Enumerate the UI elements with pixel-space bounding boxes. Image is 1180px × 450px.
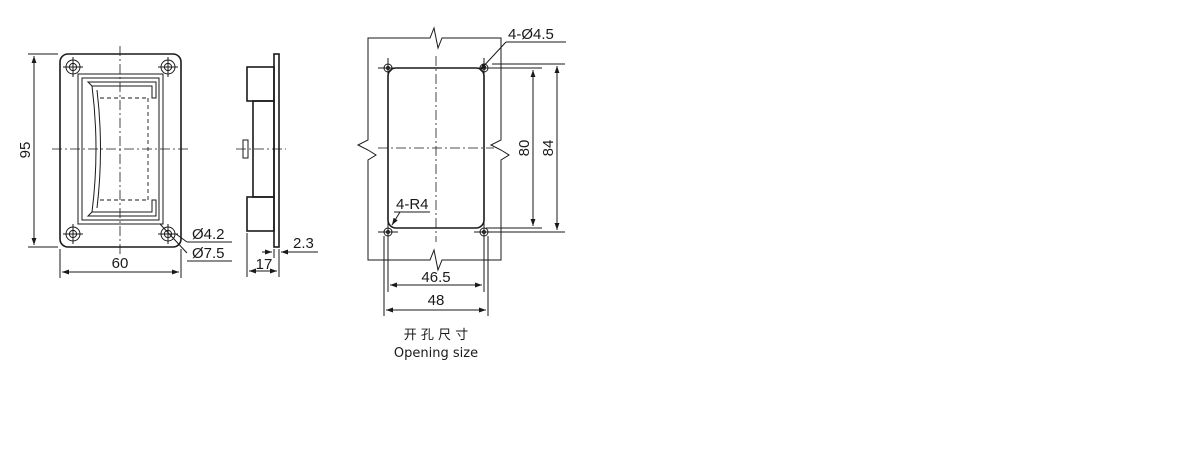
front-recess-inner <box>81 77 160 221</box>
holes-leader <box>479 41 507 71</box>
side-view: 17 2.3 <box>236 53 318 277</box>
handle-grip-lower <box>86 199 157 217</box>
handle-grip <box>86 81 157 99</box>
side-body-upper <box>246 66 275 102</box>
plate-dimension-label: 2.3 <box>293 235 314 252</box>
hole-leader <box>159 223 188 254</box>
panel-boundary <box>356 26 510 272</box>
caption-chinese: 开 孔 尺 寸 <box>404 328 468 343</box>
radius-label: 4-R4 <box>396 196 429 213</box>
outer-height-dimension-label: 84 <box>540 140 557 157</box>
outer-width-dimension-label: 48 <box>428 292 445 309</box>
side-flange <box>273 53 280 248</box>
height-dimension-label: 95 <box>17 142 34 159</box>
mounting-hole <box>158 224 178 244</box>
mounting-hole <box>63 224 83 244</box>
front-view: 95 60 Ø4.2 Ø7.5 <box>17 46 232 278</box>
mounting-hole <box>63 57 83 77</box>
front-outer-plate <box>59 53 182 248</box>
hole-large-diameter-label: Ø7.5 <box>192 245 225 262</box>
handle-curve-inner <box>96 89 101 209</box>
inner-width-dimension-label: 46.5 <box>421 269 450 286</box>
radius-leader <box>391 211 401 226</box>
cutout-view: 4-Ø4.5 4-R4 80 84 46.5 48 开 孔 尺 寸 Openin… <box>356 26 566 361</box>
depth-dimension-label: 17 <box>256 256 273 273</box>
side-body-lower <box>246 196 275 232</box>
cutout-hole <box>378 58 398 78</box>
inner-height-dimension-label: 80 <box>516 140 533 157</box>
caption-english: Opening size <box>394 346 478 361</box>
hole-small-diameter-label: Ø4.2 <box>192 226 225 243</box>
mounting-hole <box>158 57 178 77</box>
holes-label: 4-Ø4.5 <box>508 26 554 43</box>
width-dimension-label: 60 <box>112 255 129 272</box>
